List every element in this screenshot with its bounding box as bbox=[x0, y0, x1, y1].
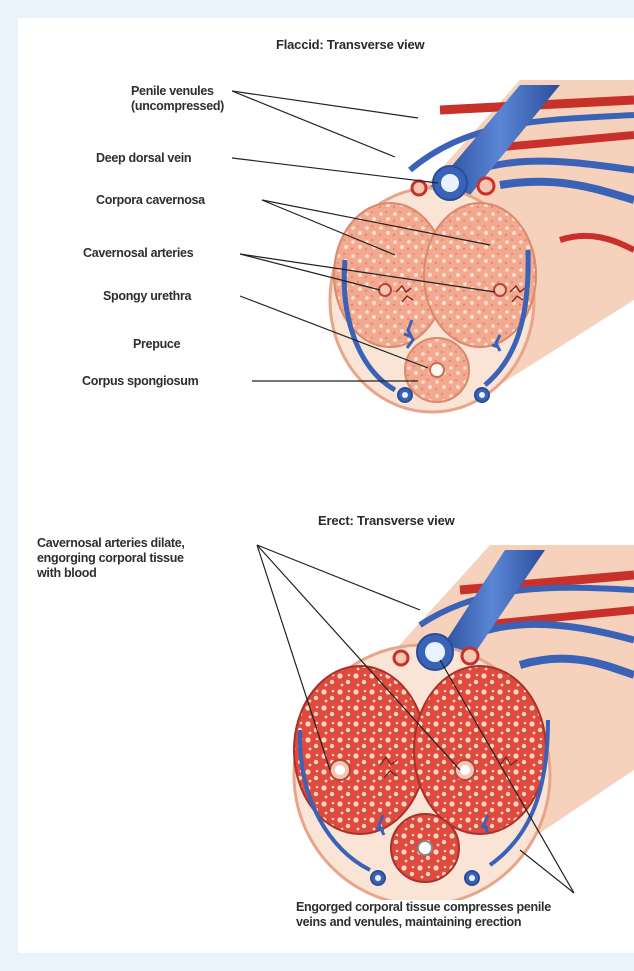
flaccid-title: Flaccid: Transverse view bbox=[276, 37, 424, 52]
label-cavernosal-arteries-dilate: Cavernosal arteries dilate, engorging co… bbox=[37, 536, 185, 581]
flaccid-urethra bbox=[430, 363, 444, 377]
label-prepuce: Prepuce bbox=[133, 337, 180, 352]
label-penile-venules: Penile venules (uncompressed) bbox=[131, 84, 224, 114]
label-spongy-urethra: Spongy urethra bbox=[103, 289, 191, 304]
flaccid-cross-section bbox=[330, 80, 634, 412]
label-deep-dorsal-vein: Deep dorsal vein bbox=[96, 151, 191, 166]
label-engorged-corporal-tissue: Engorged corporal tissue compresses peni… bbox=[296, 900, 551, 930]
label-cavernosal-arteries: Cavernosal arteries bbox=[83, 246, 193, 261]
erect-cross-section bbox=[294, 545, 634, 905]
erect-urethra bbox=[418, 841, 432, 855]
label-corpus-spongiosum: Corpus spongiosum bbox=[82, 374, 198, 389]
label-corpora-cavernosa: Corpora cavernosa bbox=[96, 193, 205, 208]
erect-title: Erect: Transverse view bbox=[318, 513, 455, 528]
